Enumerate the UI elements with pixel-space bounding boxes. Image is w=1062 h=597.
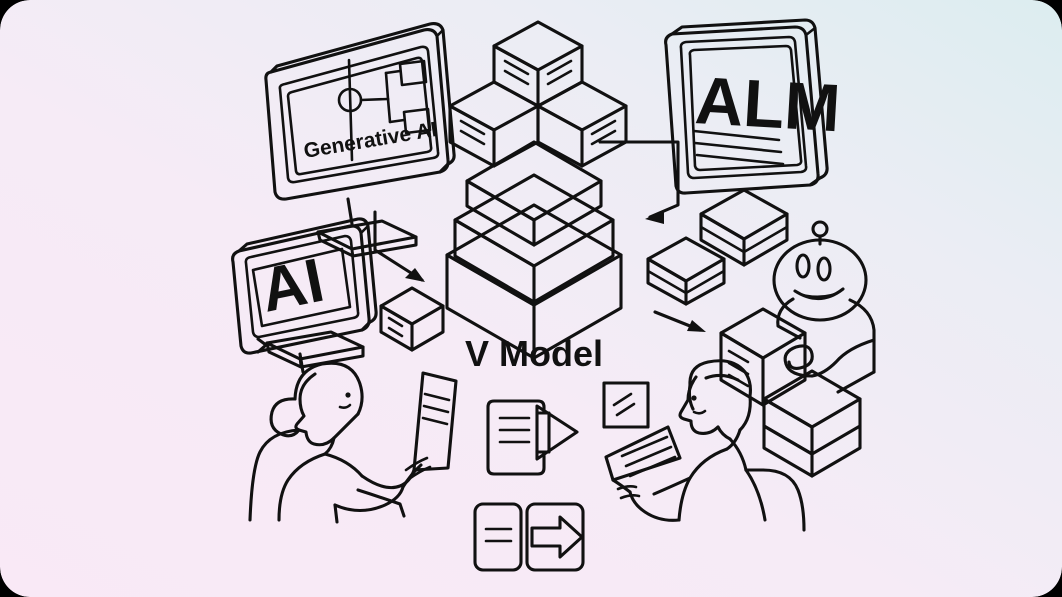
robot-holding-box — [719, 220, 876, 407]
v-model-label: V Model — [465, 333, 603, 374]
boxes-lower-right — [762, 369, 862, 478]
flowchart-glyph — [337, 58, 432, 162]
document-transfer-icon — [473, 502, 585, 572]
person-reviewer-male — [604, 359, 806, 532]
box-small-left — [379, 286, 445, 352]
monitor-alm: ALM — [664, 18, 842, 195]
monitor-ai: AI — [231, 217, 378, 374]
alm-text-lines — [692, 129, 785, 166]
arrow-v-model-to-robot — [653, 310, 706, 332]
document-export-icon — [486, 399, 579, 476]
small-note-icon — [602, 381, 650, 429]
arrow-generative-ai-to-v-model — [373, 210, 425, 282]
monitor-ai-label: AI — [255, 246, 330, 326]
boxes-right-flat — [646, 188, 789, 306]
stacked-cubes-top — [448, 20, 628, 168]
arrow-alm-to-v-model — [598, 140, 680, 224]
person-reviewer-female — [248, 361, 458, 524]
v-model-stack: V Model — [445, 140, 623, 374]
